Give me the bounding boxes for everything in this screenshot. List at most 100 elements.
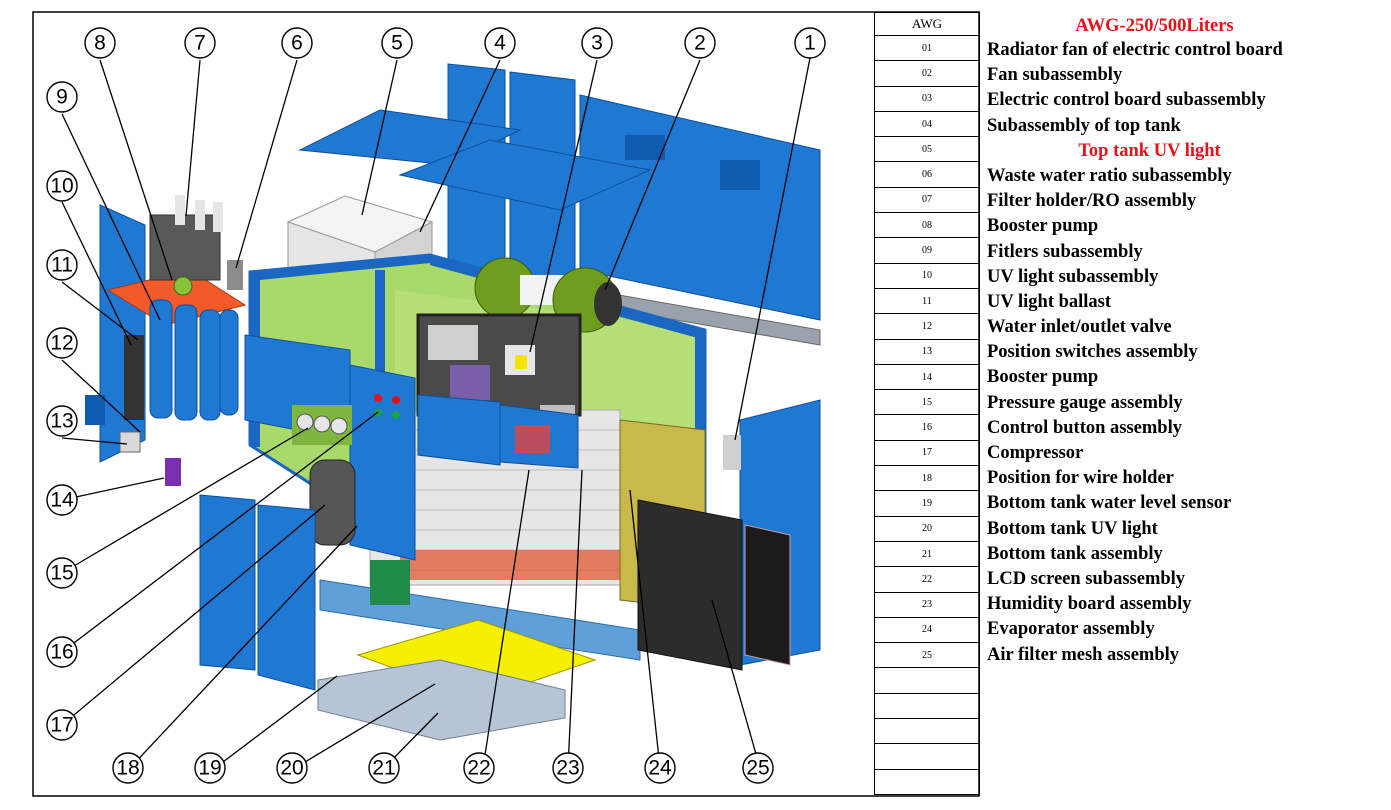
svg-text:12: 12 xyxy=(50,332,73,355)
part-names-list: AWG-250/500Liters Radiator fan of electr… xyxy=(987,14,1387,668)
table-row: 12 xyxy=(874,313,980,340)
table-row: 07 xyxy=(874,186,980,214)
svg-text:9: 9 xyxy=(56,86,68,109)
callout-20: 20 xyxy=(276,752,308,784)
svg-text:19: 19 xyxy=(198,757,221,780)
table-row: 08 xyxy=(874,212,980,239)
svg-text:6: 6 xyxy=(291,32,303,55)
part-name: Waste water ratio subassembly xyxy=(987,165,1232,186)
table-row: 20 xyxy=(874,515,980,542)
svg-text:18: 18 xyxy=(116,757,139,780)
part-code: 10 xyxy=(874,262,980,289)
empty-table-row xyxy=(874,743,980,770)
part-name: Fitlers subassembly xyxy=(987,241,1143,262)
callout-3: 3 xyxy=(581,27,613,59)
svg-text:23: 23 xyxy=(556,757,579,780)
part-code: 08 xyxy=(874,212,980,239)
table-row: 18 xyxy=(874,465,980,492)
empty-table-row xyxy=(874,667,980,694)
table-row: 01 xyxy=(874,34,980,62)
part-name: UV light ballast xyxy=(987,291,1112,312)
table-row: 13 xyxy=(874,338,980,365)
svg-text:13: 13 xyxy=(50,410,73,433)
table-row: 10 xyxy=(874,262,980,289)
callout-4: 4 xyxy=(484,27,516,59)
table-row: 25 xyxy=(874,642,980,669)
svg-text:3: 3 xyxy=(591,32,603,55)
callout-21: 21 xyxy=(368,752,400,784)
svg-text:1: 1 xyxy=(804,32,816,55)
part-code: 07 xyxy=(874,186,980,214)
callout-22: 22 xyxy=(463,752,495,784)
part-code: 13 xyxy=(874,338,980,365)
part-code: 14 xyxy=(874,363,980,391)
part-code: 05 xyxy=(874,136,980,163)
callout-19: 19 xyxy=(194,752,226,784)
part-code: 06 xyxy=(874,161,980,188)
table-row: 03 xyxy=(874,85,980,112)
empty-table-row xyxy=(874,692,980,720)
part-code: 12 xyxy=(874,313,980,340)
part-code: 18 xyxy=(874,465,980,492)
table-row: 02 xyxy=(874,60,980,87)
part-code: 15 xyxy=(874,389,980,416)
empty-cell xyxy=(874,768,980,795)
callout-5: 5 xyxy=(381,27,413,59)
part-code: 17 xyxy=(874,439,980,467)
callout-8: 8 xyxy=(84,27,116,59)
part-code: 22 xyxy=(874,566,980,593)
empty-cell xyxy=(874,718,980,745)
part-name: Position for wire holder xyxy=(987,468,1174,489)
model-title: AWG-250/500Liters xyxy=(1075,16,1234,36)
part-name: Filter holder/RO assembly xyxy=(987,191,1197,212)
table-header: AWG xyxy=(874,12,980,36)
callout-11: 11 xyxy=(46,249,78,281)
table-row: 19 xyxy=(874,490,980,517)
table-row: 23 xyxy=(874,591,980,618)
table-row: 06 xyxy=(874,161,980,188)
table-row: 16 xyxy=(874,414,980,441)
empty-table-row xyxy=(874,718,980,745)
svg-text:20: 20 xyxy=(280,757,303,780)
callout-13: 13 xyxy=(46,405,78,437)
table-row: 24 xyxy=(874,616,980,644)
part-name: Bottom tank assembly xyxy=(987,543,1163,564)
part-name: Booster pump xyxy=(987,216,1099,237)
part-name: Water inlet/outlet valve xyxy=(987,317,1172,338)
callout-16: 16 xyxy=(46,636,78,668)
svg-text:2: 2 xyxy=(694,32,706,55)
callout-1: 1 xyxy=(794,27,826,59)
part-name: Compressor xyxy=(987,443,1084,463)
empty-table-row xyxy=(874,768,980,795)
part-name: Top tank UV light xyxy=(1078,140,1221,161)
svg-text:8: 8 xyxy=(94,32,106,55)
callout-23: 23 xyxy=(552,752,584,784)
svg-text:10: 10 xyxy=(50,175,73,198)
svg-text:16: 16 xyxy=(50,641,73,664)
part-name: LCD screen subassembly xyxy=(987,568,1186,589)
callout-24: 24 xyxy=(644,752,676,784)
callout-14: 14 xyxy=(46,484,78,516)
svg-text:5: 5 xyxy=(391,32,403,55)
leader-lines xyxy=(61,57,811,769)
part-code: 21 xyxy=(874,540,980,568)
empty-cell xyxy=(874,692,980,720)
svg-text:24: 24 xyxy=(648,757,672,780)
part-code: 24 xyxy=(874,616,980,644)
part-code: 19 xyxy=(874,490,980,517)
part-name: Electric control board subassembly xyxy=(987,90,1266,111)
part-code: 04 xyxy=(874,110,980,138)
table-row: 05 xyxy=(874,136,980,163)
table-row: 14 xyxy=(874,363,980,391)
part-code: 11 xyxy=(874,287,980,315)
svg-text:7: 7 xyxy=(194,32,206,55)
part-name: UV light subassembly xyxy=(987,266,1159,287)
svg-text:15: 15 xyxy=(50,562,73,585)
part-name: Booster pump xyxy=(987,367,1099,388)
part-name: Bottom tank UV light xyxy=(987,518,1158,539)
part-code: 16 xyxy=(874,414,980,441)
part-name: Radiator fan of electric control board xyxy=(987,40,1283,60)
table-row: 04 xyxy=(874,110,980,138)
machine-illustration xyxy=(85,63,821,741)
